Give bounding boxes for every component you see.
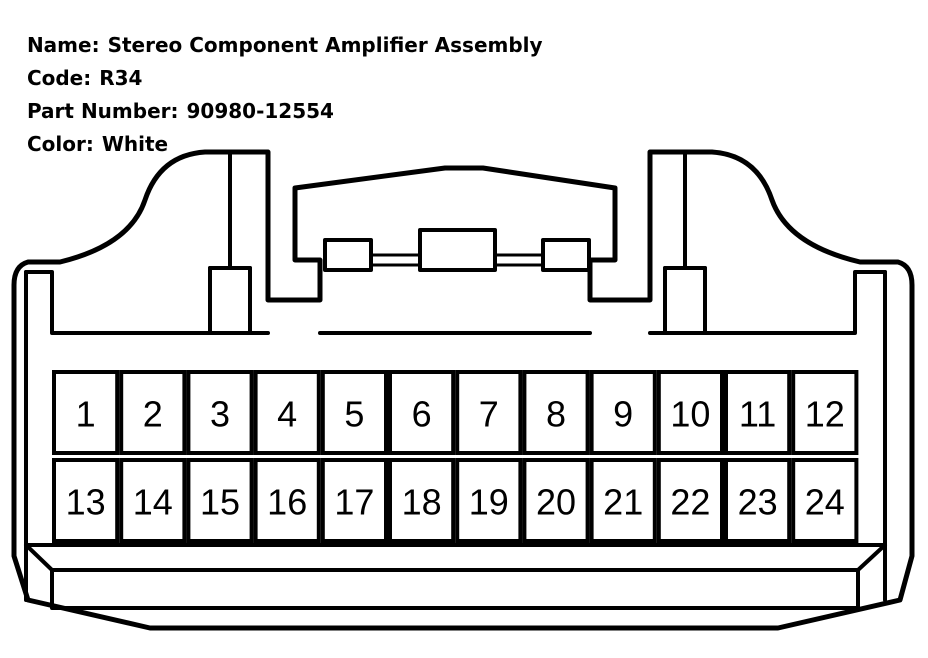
pin-label: 21 bbox=[603, 482, 643, 523]
lock-tab bbox=[323, 238, 373, 272]
pin-cell bbox=[320, 370, 388, 455]
pin-label: 19 bbox=[469, 482, 509, 523]
pin-label: 12 bbox=[805, 394, 845, 435]
latch-post-left bbox=[208, 150, 232, 335]
pin-cell bbox=[656, 370, 724, 455]
lock-tab bbox=[541, 238, 591, 272]
pin-cell bbox=[52, 458, 120, 543]
inner-wall bbox=[24, 270, 270, 335]
pin-cell bbox=[186, 458, 254, 543]
part-number-value: 90980-12554 bbox=[186, 99, 334, 123]
pin-label: 23 bbox=[738, 482, 778, 523]
pin-label: 22 bbox=[670, 482, 710, 523]
pin-label: 17 bbox=[334, 482, 374, 523]
pin-cell bbox=[253, 370, 321, 455]
pin-cell bbox=[656, 458, 724, 543]
pin-cell bbox=[522, 458, 590, 543]
pin-cell bbox=[119, 458, 187, 543]
pin-cell bbox=[791, 458, 859, 543]
bottom-rail bbox=[24, 543, 54, 572]
pin-cell bbox=[522, 370, 590, 455]
pin-cell bbox=[724, 370, 792, 455]
part-number-line: Part Number: 90980-12554 bbox=[13, 75, 334, 123]
pin-label: 24 bbox=[805, 482, 845, 523]
pin-label: 14 bbox=[133, 482, 173, 523]
pin-label: 3 bbox=[210, 394, 230, 435]
pin-cell bbox=[724, 458, 792, 543]
pin-label: 20 bbox=[536, 482, 576, 523]
housing-outline bbox=[11, 149, 915, 631]
latch-post-right bbox=[683, 150, 707, 335]
name-line: Name: Stereo Component Amplifier Assembly bbox=[13, 9, 543, 57]
pin-label: 5 bbox=[344, 394, 364, 435]
name-label: Name: bbox=[26, 33, 100, 57]
color-line: Color: White bbox=[13, 108, 168, 156]
pin-label: 8 bbox=[546, 394, 566, 435]
pin-cell bbox=[388, 458, 456, 543]
pin-label: 6 bbox=[412, 394, 432, 435]
pin-label: 15 bbox=[200, 482, 240, 523]
name-value: Stereo Component Amplifier Assembly bbox=[107, 33, 543, 57]
pin-cell bbox=[589, 370, 657, 455]
pin-label: 2 bbox=[143, 394, 163, 435]
pin-label: 18 bbox=[402, 482, 442, 523]
pin-label: 16 bbox=[267, 482, 307, 523]
code-label: Code: bbox=[26, 66, 92, 90]
pin-cell bbox=[119, 370, 187, 455]
pin-label: 11 bbox=[739, 394, 776, 435]
bottom-rail bbox=[856, 543, 887, 572]
pin-cell bbox=[455, 370, 523, 455]
bottom-rail bbox=[50, 568, 860, 610]
inner-wall bbox=[648, 270, 887, 335]
pin-cell bbox=[589, 458, 657, 543]
pin-label: 7 bbox=[479, 394, 499, 435]
pin-label: 1 bbox=[76, 394, 96, 435]
pin-cell bbox=[388, 370, 456, 455]
pin-label: 4 bbox=[277, 394, 297, 435]
code-line: Code: R34 bbox=[13, 42, 143, 90]
pin-label: 10 bbox=[670, 394, 710, 435]
pin-cell bbox=[455, 458, 523, 543]
pin-cell bbox=[791, 370, 859, 455]
pin-cell bbox=[320, 458, 388, 543]
lock-tab bbox=[418, 228, 497, 272]
pin-cell bbox=[186, 370, 254, 455]
pin-cell bbox=[52, 370, 120, 455]
part-number-label: Part Number: bbox=[26, 99, 179, 123]
color-label: Color: bbox=[26, 132, 94, 156]
code-value: R34 bbox=[99, 66, 143, 90]
pin-label: 9 bbox=[613, 394, 633, 435]
pin-label: 13 bbox=[66, 482, 106, 523]
pin-cell bbox=[253, 458, 321, 543]
color-value: White bbox=[101, 132, 169, 156]
